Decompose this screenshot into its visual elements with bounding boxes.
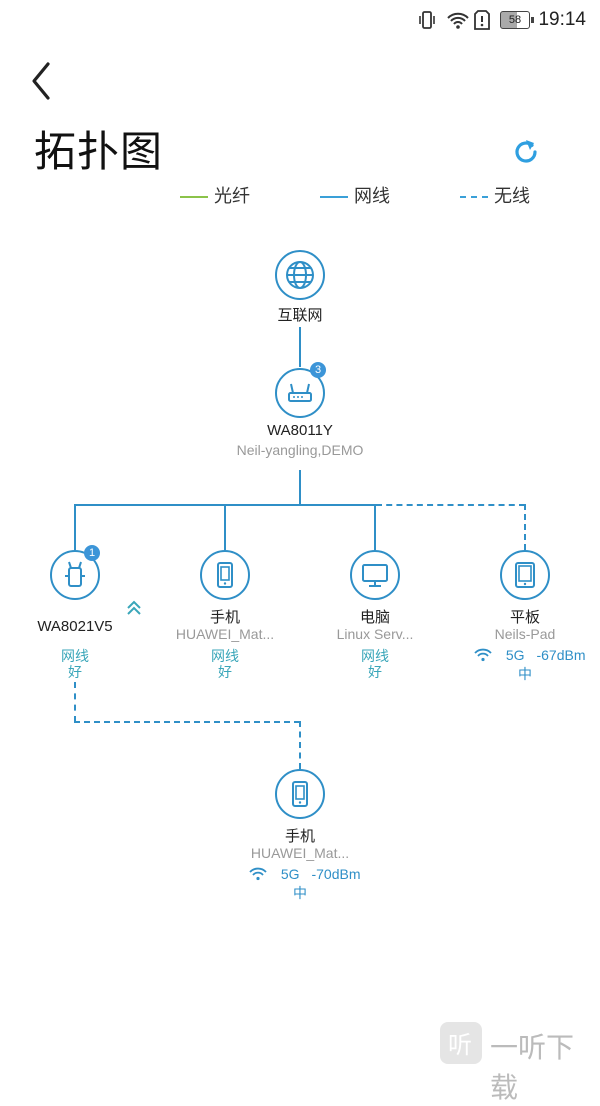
link-internet-router bbox=[299, 327, 301, 367]
vibrate-icon bbox=[419, 11, 435, 29]
router-badge: 3 bbox=[310, 362, 326, 378]
phone1-sub: HUAWEI_Mat... bbox=[175, 626, 275, 642]
link-extender-horizontal bbox=[74, 721, 300, 723]
tablet-node[interactable] bbox=[500, 550, 550, 600]
pc-name: 电脑 bbox=[359, 609, 390, 626]
link-to-phone1 bbox=[224, 504, 226, 550]
extender-conn: 网线 bbox=[61, 648, 89, 664]
link-router-trunk bbox=[299, 470, 301, 505]
page-title: 拓扑图 bbox=[34, 128, 164, 175]
tablet-sub: Neils-Pad bbox=[494, 626, 556, 642]
extender-icon bbox=[65, 561, 85, 587]
phone1-conn: 网线 bbox=[211, 648, 239, 664]
internet-node[interactable] bbox=[275, 250, 325, 300]
tablet-wifi-info: 5G -67dBm bbox=[474, 647, 594, 663]
link-to-extender bbox=[74, 504, 76, 550]
link-extender-down bbox=[74, 682, 76, 722]
legend-cable: 网线 bbox=[320, 182, 390, 206]
phone2-quality: 中 bbox=[293, 885, 307, 901]
tablet-signal: -67dBm bbox=[536, 647, 586, 663]
legend-fiber-line bbox=[180, 196, 208, 199]
pc-node[interactable] bbox=[350, 550, 400, 600]
phone-icon bbox=[217, 562, 233, 588]
internet-label: 互联网 bbox=[277, 307, 323, 324]
link-wireless-tablet-v bbox=[524, 504, 526, 550]
legend-cable-label: 网线 bbox=[354, 186, 390, 206]
tablet-quality: 中 bbox=[518, 666, 532, 682]
wifi-signal-icon bbox=[249, 867, 267, 881]
phone-icon bbox=[292, 781, 308, 807]
chevron-up-icon[interactable] bbox=[124, 598, 144, 618]
phone2-name: 手机 bbox=[284, 828, 315, 845]
wifi-signal-icon bbox=[474, 648, 492, 662]
phone2-sub: HUAWEI_Mat... bbox=[250, 845, 350, 861]
phone2-wifi-info: 5G -70dBm bbox=[249, 866, 369, 882]
extender-badge: 1 bbox=[84, 545, 100, 561]
legend-wireless-line bbox=[460, 196, 488, 199]
globe-icon bbox=[286, 261, 314, 289]
status-time: 19:14 bbox=[538, 9, 586, 30]
back-arrow-icon[interactable] bbox=[24, 58, 64, 104]
tablet-band: 5G bbox=[505, 647, 525, 663]
battery-level: 58 bbox=[508, 14, 522, 26]
monitor-icon bbox=[362, 564, 388, 587]
extender-quality: 好 bbox=[68, 664, 82, 680]
legend-wireless-label: 无线 bbox=[494, 186, 530, 206]
sim-alert-icon bbox=[474, 10, 490, 30]
pc-conn: 网线 bbox=[361, 648, 389, 664]
tablet-name: 平板 bbox=[509, 609, 540, 626]
phone1-node[interactable] bbox=[200, 550, 250, 600]
legend-cable-line bbox=[320, 196, 348, 199]
watermark-logo: 听 bbox=[440, 1022, 482, 1064]
watermark-text: 一听下载 bbox=[490, 1032, 575, 1103]
router-sub: Neil-yangling,DEMO bbox=[236, 442, 364, 458]
phone1-name: 手机 bbox=[209, 609, 240, 626]
legend-fiber-label: 光纤 bbox=[214, 186, 250, 206]
extender-name: WA8021V5 bbox=[37, 618, 113, 635]
svg-text:听: 听 bbox=[448, 1031, 472, 1059]
phone2-band: 5G bbox=[280, 866, 300, 882]
router-name: WA8011Y bbox=[267, 422, 333, 439]
pc-sub: Linux Serv... bbox=[336, 626, 414, 642]
wifi-status-icon bbox=[447, 12, 469, 29]
battery-indicator: 58 bbox=[500, 11, 534, 29]
link-wireless-tablet-h bbox=[376, 504, 525, 506]
phone1-quality: 好 bbox=[218, 664, 232, 680]
status-bar: 58 19:14 bbox=[0, 0, 600, 40]
legend-wireless: 无线 bbox=[460, 182, 530, 206]
phone2-node[interactable] bbox=[275, 769, 325, 819]
tablet-icon bbox=[515, 562, 535, 588]
legend-fiber: 光纤 bbox=[180, 182, 250, 206]
link-to-pc bbox=[374, 504, 376, 550]
refresh-icon[interactable] bbox=[510, 136, 542, 168]
ear-icon: 听 bbox=[448, 1031, 472, 1059]
phone2-signal: -70dBm bbox=[311, 866, 361, 882]
router-icon bbox=[288, 383, 312, 402]
pc-quality: 好 bbox=[368, 664, 382, 680]
link-to-phone2 bbox=[299, 721, 301, 769]
